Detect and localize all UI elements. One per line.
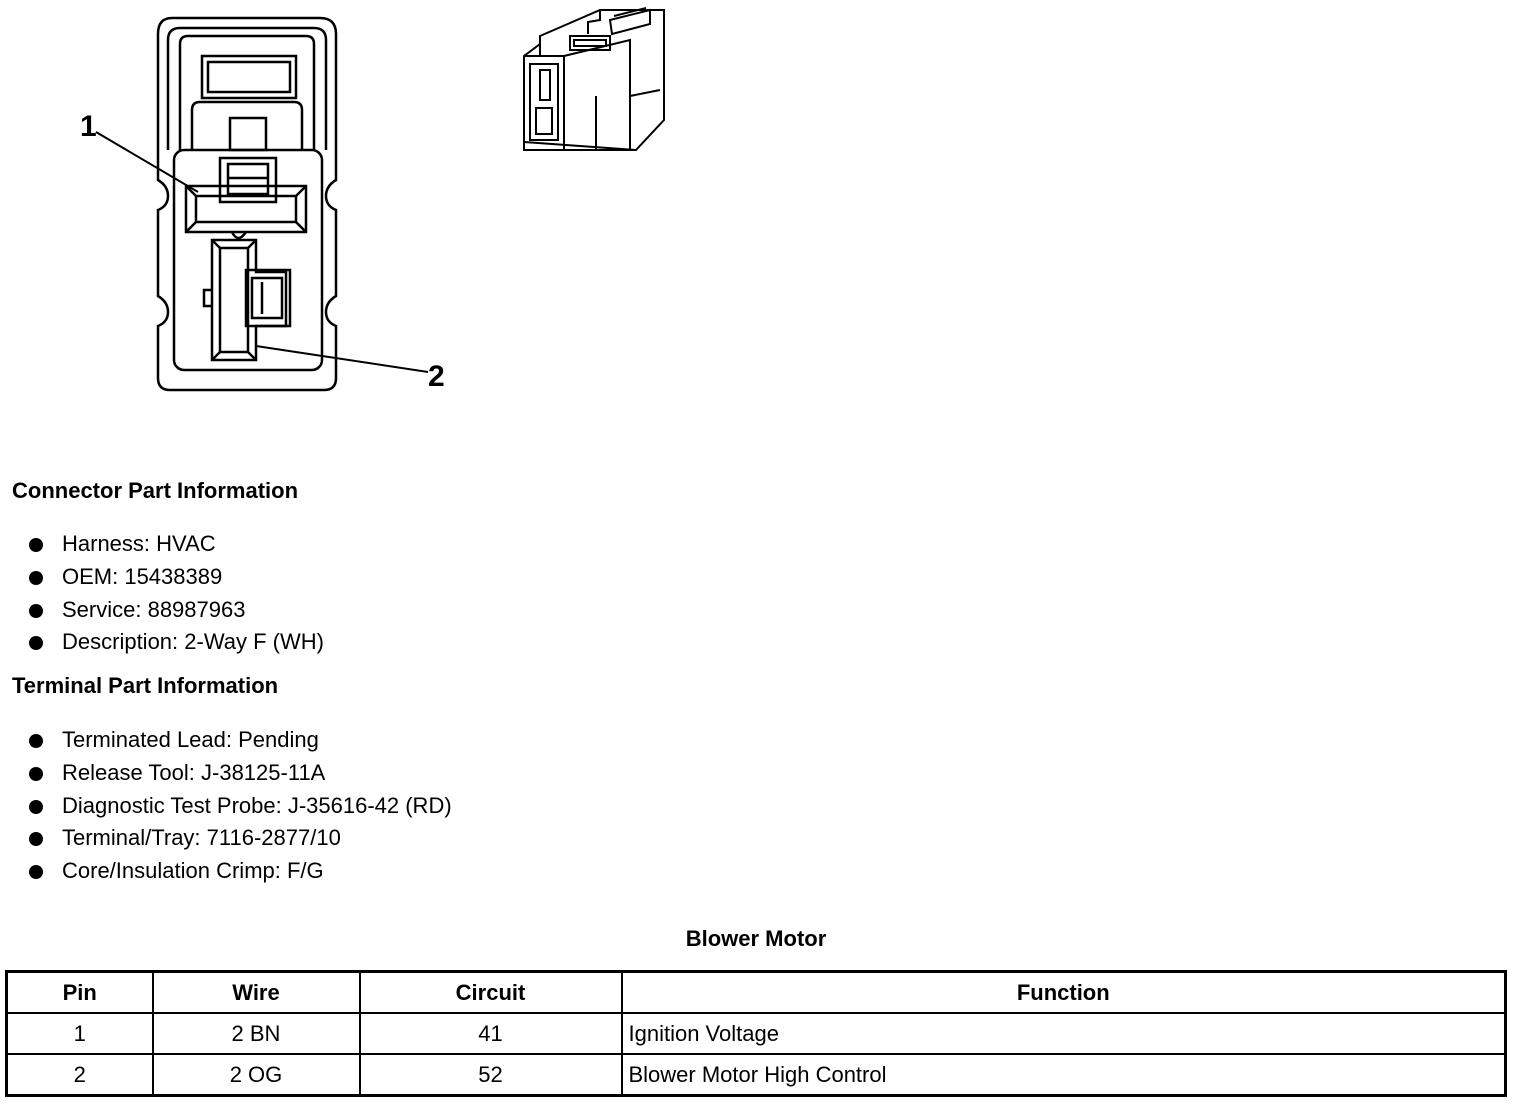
- terminal-info-heading: Terminal Part Information: [12, 673, 279, 698]
- cell-function: Ignition Voltage: [620, 1012, 1507, 1055]
- bullet-icon: [29, 865, 43, 880]
- table-row: 2 2 OG 52 Blower Motor High Control: [5, 1053, 1507, 1097]
- cell-pin: 2: [5, 1053, 154, 1097]
- connector-info-heading: Connector Part Information: [12, 478, 299, 503]
- crimp-text: Core/Insulation Crimp: F/G: [62, 858, 324, 884]
- cell-circuit: 52: [358, 1053, 623, 1097]
- harness-text: Harness: HVAC: [62, 531, 216, 556]
- release-tool-text: Release Tool: J-38125-11A: [62, 759, 326, 785]
- list-item: Description: 2-Way F (WH): [0, 626, 324, 659]
- list-item: Service: 88987963: [0, 594, 324, 627]
- table-header-row: Pin Wire Circuit Function: [5, 970, 1507, 1014]
- callout-2: 2: [428, 360, 445, 393]
- header-pin: Pin: [5, 970, 154, 1014]
- oem-text: OEM: 15438389: [62, 563, 223, 589]
- connector-iso-view: [523, 7, 665, 151]
- table-row: 1 2 BN 41 Ignition Voltage: [5, 1012, 1507, 1055]
- bullet-icon: [29, 538, 43, 552]
- header-circuit: Circuit: [358, 970, 623, 1014]
- list-item: Release Tool: J-38125-11A: [0, 757, 452, 790]
- cell-wire: 2 OG: [151, 1053, 361, 1097]
- cell-circuit: 41: [358, 1012, 623, 1055]
- service-text: Service: 88987963: [62, 596, 246, 622]
- bullet-icon: [29, 799, 43, 814]
- header-wire: Wire: [151, 970, 361, 1014]
- bullet-icon: [29, 766, 43, 781]
- table-title: Blower Motor: [685, 926, 827, 951]
- terminal-tray-text: Terminal/Tray: 7116-2877/10: [62, 825, 341, 851]
- list-item: Terminated Lead: Pending: [0, 724, 452, 757]
- connector-front-view: [95, 16, 429, 392]
- pinout-table: Pin Wire Circuit Function 1 2 BN 41 Igni…: [5, 970, 1507, 1097]
- cell-function: Blower Motor High Control: [620, 1053, 1507, 1097]
- list-item: Diagnostic Test Probe: J-35616-42 (RD): [0, 790, 452, 823]
- connector-info-list: Harness: HVAC OEM: 15438389 Service: 889…: [0, 528, 324, 659]
- terminated-lead-text: Terminated Lead: Pending: [62, 727, 319, 752]
- list-item: Harness: HVAC: [0, 528, 324, 561]
- list-item: Core/Insulation Crimp: F/G: [0, 855, 452, 888]
- bullet-icon: [29, 603, 43, 618]
- bullet-icon: [29, 832, 43, 847]
- description-text: Description: 2-Way F (WH): [62, 629, 324, 655]
- connector-diagram: [95, 7, 665, 392]
- cell-pin: 1: [5, 1012, 154, 1055]
- bullet-icon: [29, 570, 43, 585]
- terminal-info-list: Terminated Lead: Pending Release Tool: J…: [0, 724, 452, 888]
- header-function: Function: [620, 970, 1507, 1014]
- cell-wire: 2 BN: [151, 1012, 361, 1055]
- callout-1: 1: [80, 110, 97, 143]
- test-probe-text: Diagnostic Test Probe: J-35616-42 (RD): [62, 792, 452, 818]
- bullet-icon: [29, 636, 43, 651]
- list-item: OEM: 15438389: [0, 561, 324, 594]
- bullet-icon: [29, 734, 43, 748]
- list-item: Terminal/Tray: 7116-2877/10: [0, 822, 452, 855]
